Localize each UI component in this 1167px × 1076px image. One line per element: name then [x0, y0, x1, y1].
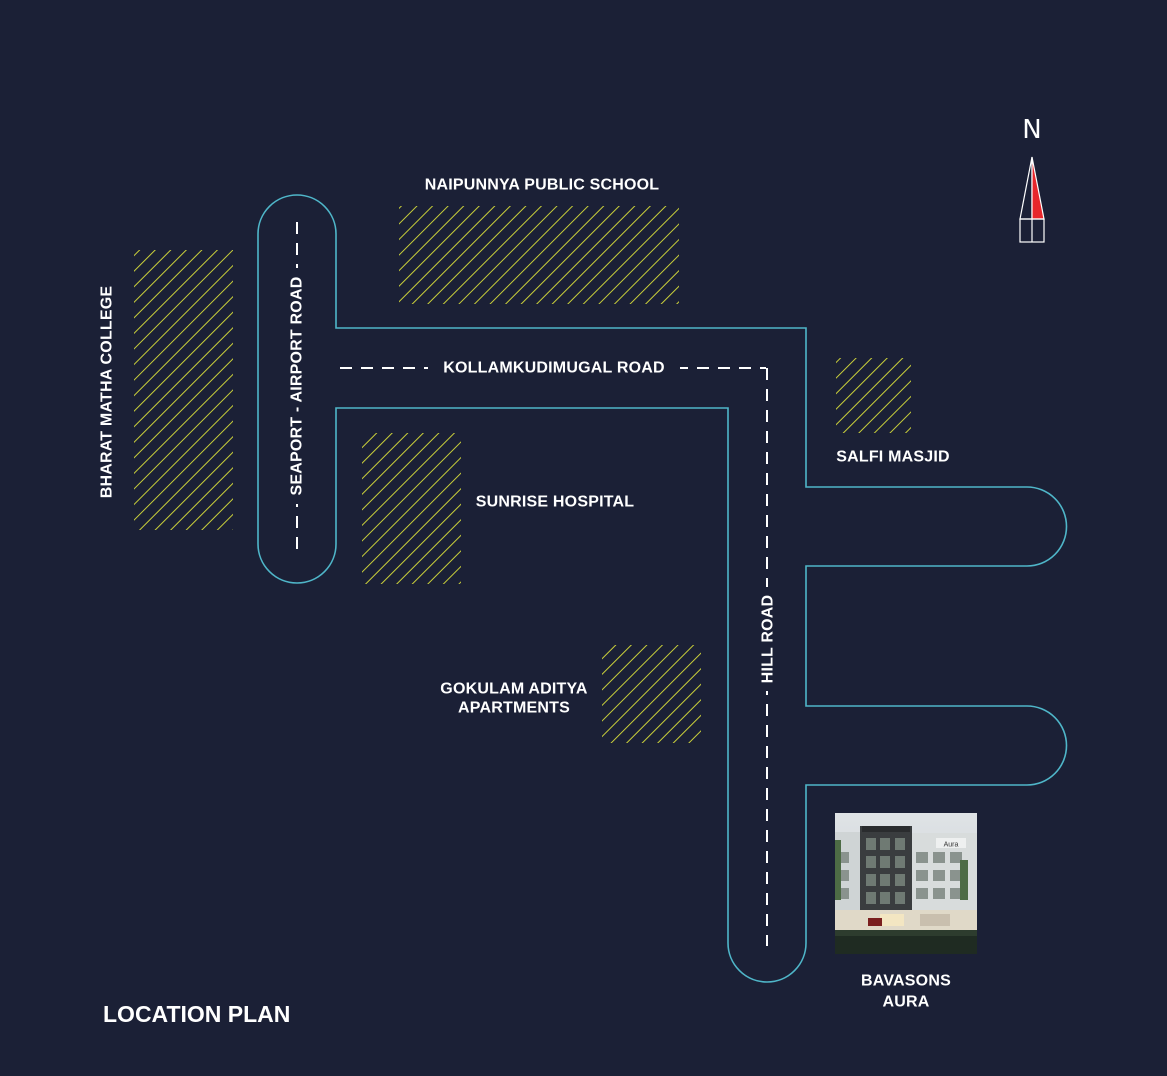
bharat-matha-college-label: BHARAT MATHA COLLEGE: [99, 286, 116, 499]
seaport-airport-road-label: SEAPORT - AIRPORT ROAD: [289, 277, 306, 496]
bavasons-aura-photo: Aura: [835, 813, 977, 954]
bavasons-aura-label-line1: BAVASONS: [861, 973, 951, 990]
gokulam-aditya-label-line2: APARTMENTS: [458, 700, 570, 717]
sunrise-hospital-block: [362, 433, 461, 584]
bharat-matha-college-block: [134, 250, 233, 530]
salfi-masjid-label: SALFI MASJID: [836, 449, 950, 466]
gokulam-aditya-block: [602, 645, 701, 743]
kollamkudimugal-road-label: KOLLAMKUDIMUGAL ROAD: [443, 360, 664, 377]
north-arrow-icon: [1019, 156, 1045, 243]
hill-road-label: HILL ROAD: [760, 595, 777, 684]
salfi-masjid-block: [836, 358, 911, 433]
naipunnya-school-label: NAIPUNNYA PUBLIC SCHOOL: [425, 177, 660, 194]
location-plan-title: LOCATION PLAN: [103, 1001, 290, 1027]
aura-sign: Aura: [944, 842, 959, 849]
north-label: N: [1022, 115, 1041, 145]
bavasons-aura-label-line2: AURA: [882, 994, 929, 1011]
road-outline-seaport-kollam: [257, 194, 1068, 983]
naipunnya-school-block: [399, 206, 679, 304]
sunrise-hospital-label: SUNRISE HOSPITAL: [476, 494, 634, 511]
gokulam-aditya-label-line1: GOKULAM ADITYA: [440, 681, 588, 698]
